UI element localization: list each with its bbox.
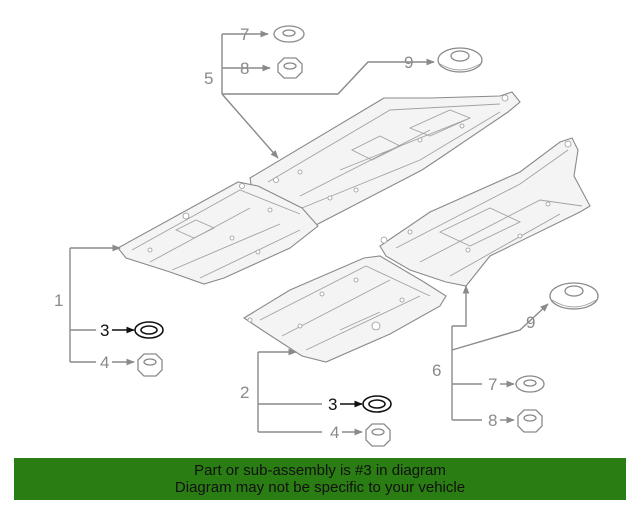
part-8-nut-right [517, 409, 543, 433]
leader-lines-group-6 [451, 285, 549, 421]
banner-line-part-number: Part or sub-assembly is #3 in diagram [194, 462, 446, 479]
part-4-nut-left [137, 353, 163, 377]
callout-4-left: 4 [100, 353, 109, 372]
panel-6-underbody-shield [379, 137, 591, 287]
callout-8-right: 8 [488, 411, 497, 430]
panel-1-underbody-shield [117, 181, 319, 285]
leader-lines-group-1 [69, 244, 121, 363]
callout-9-top: 9 [404, 53, 413, 72]
leader-lines-group-2 [257, 348, 322, 433]
panel-2-underbody-shield [242, 255, 447, 363]
part-4-nut-right [365, 423, 391, 447]
part-9-grommet-right [549, 282, 599, 310]
part-7-washer-top [273, 25, 305, 43]
callout-1: 1 [54, 291, 63, 310]
panel-5-underbody-shield [249, 91, 521, 227]
part-notice-banner: Part or sub-assembly is #3 in diagram Di… [14, 458, 626, 500]
part-8-nut-top [277, 57, 303, 79]
callout-7-top: 7 [240, 25, 249, 44]
callout-2: 2 [240, 383, 249, 402]
callout-3-left: 3 [100, 321, 109, 340]
part-3-washer-right [362, 395, 392, 413]
callout-3-right: 3 [328, 395, 337, 414]
part-9-grommet-top [437, 47, 483, 73]
part-7-washer-right [515, 375, 545, 393]
callout-5: 5 [204, 69, 213, 88]
leader-lines-group-5 [221, 30, 435, 159]
callout-4-right: 4 [330, 423, 339, 442]
banner-line-disclaimer: Diagram may not be specific to your vehi… [174, 479, 466, 496]
callout-7-right: 7 [488, 375, 497, 394]
callout-9-right: 9 [526, 313, 535, 332]
part-3-washer-left [134, 321, 164, 339]
callout-8-top: 8 [240, 59, 249, 78]
parts-diagram: 5 7 8 9 1 3 4 2 3 4 6 9 7 8 [54, 25, 599, 447]
callout-6: 6 [432, 361, 441, 380]
